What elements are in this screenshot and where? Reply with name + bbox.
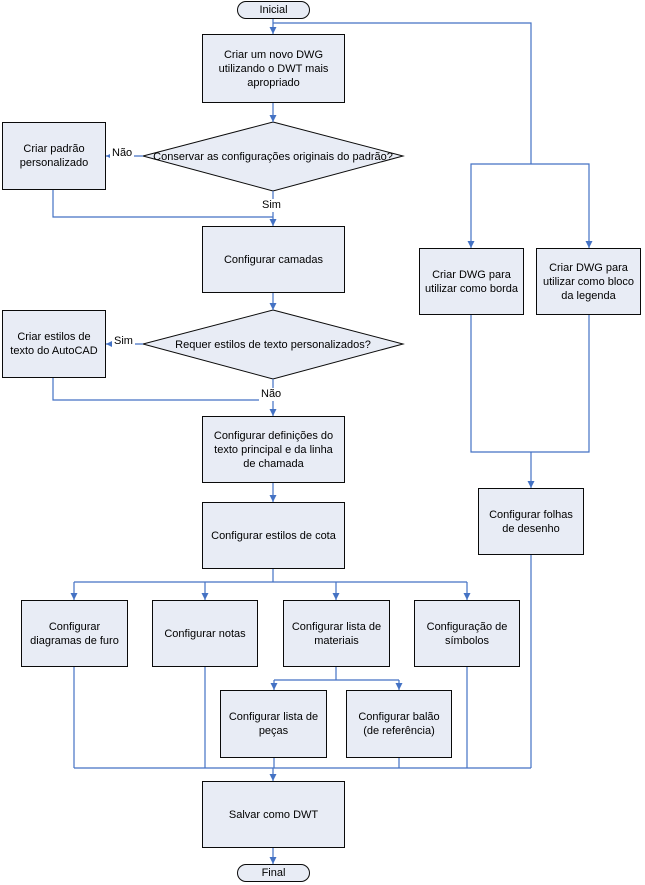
node-configurar-estilos-cota: Configurar estilos de cota	[202, 502, 345, 569]
edge-to-criar-dwg-borda	[467, 163, 531, 248]
node-configurar-lista-materiais: Configurar lista de materiais	[283, 600, 390, 667]
node-decision-conservar-label: Conservar as configurações originais do …	[153, 150, 393, 163]
edge-to-criar-dwg-legenda	[531, 163, 593, 248]
edge-borda-legenda-merge	[470, 315, 590, 453]
node-criar-novo-dwg: Criar um novo DWG utilizando o DWT mais …	[202, 34, 345, 103]
node-salvar-dwt: Salvar como DWT	[202, 781, 345, 848]
node-criar-estilos-texto: Criar estilos de texto do AutoCAD	[2, 310, 106, 378]
node-criar-dwg-borda: Criar DWG para utilizar como borda	[419, 248, 524, 315]
node-configurar-diagramas-furo: Configurar diagramas de furo	[21, 600, 128, 667]
node-configurar-lista-pecas: Configurar lista de peças	[220, 690, 327, 758]
edge-label-sim-requer: Sim	[112, 335, 135, 348]
node-configurar-camadas: Configurar camadas	[202, 226, 345, 293]
node-configurar-notas: Configurar notas	[152, 600, 258, 667]
edge-label-nao-conservar: Não	[110, 147, 135, 160]
node-criar-dwg-legenda: Criar DWG para utilizar como bloco da le…	[536, 248, 641, 315]
edge-criar-padrao-to-camadas	[52, 190, 273, 218]
edge-label-nao-requer: Não	[259, 388, 284, 401]
node-inicial: Inicial	[237, 1, 310, 19]
edge-label-sim-conservar: Sim	[260, 199, 283, 212]
node-configurar-balao: Configurar balão (de referência)	[346, 690, 452, 758]
node-criar-padrao: Criar padrão personalizado	[2, 122, 106, 190]
edge-inicial-right-branch	[273, 22, 532, 164]
node-decision-requer-estilos-label: Requer estilos de texto personalizados?	[175, 338, 371, 351]
node-configurar-definicoes: Configurar definições do texto principal…	[202, 416, 345, 483]
node-configuracao-simbolos: Configuração de símbolos	[414, 600, 520, 667]
node-configurar-folhas: Configurar folhas de desenho	[478, 488, 584, 555]
node-final: Final	[237, 864, 310, 882]
edge-criar-estilos-to-definicoes	[52, 378, 273, 401]
